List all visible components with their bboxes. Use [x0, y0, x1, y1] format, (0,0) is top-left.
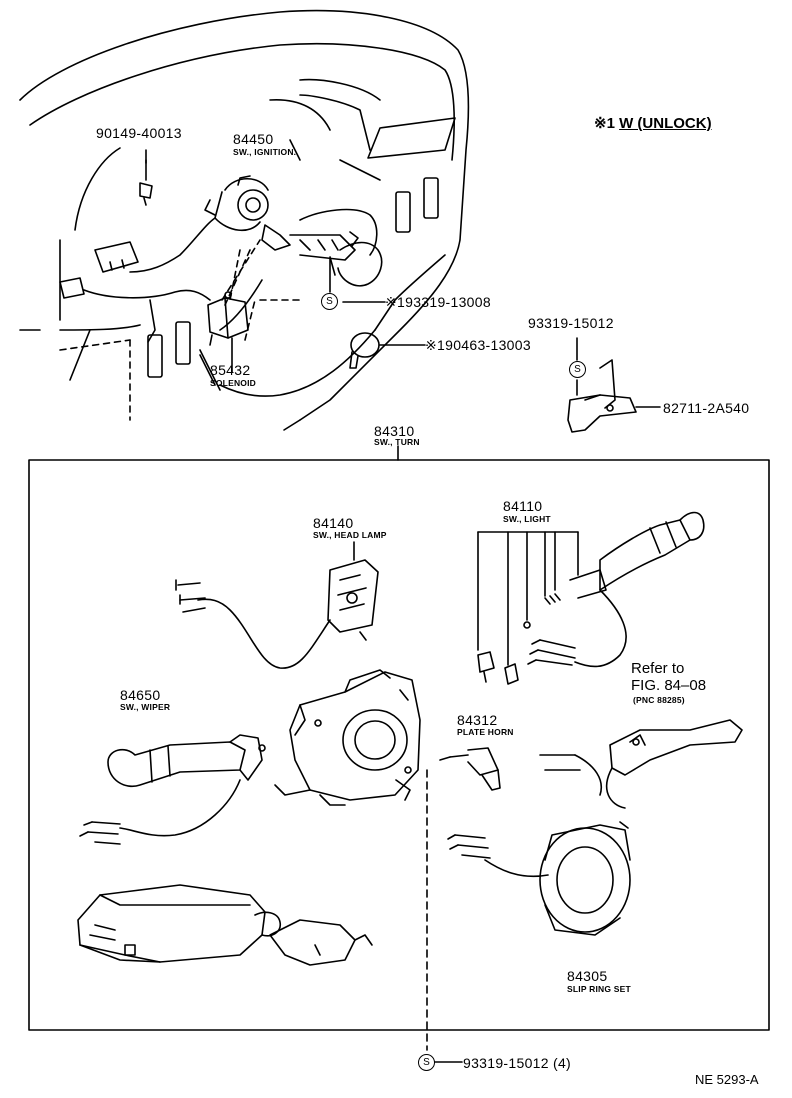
label-85432-name: SOLENOID [210, 378, 256, 388]
head-lamp-switch-part [175, 541, 379, 669]
label-84650-name: SW., WIPER [120, 702, 171, 712]
label-84312-number: 84312 [457, 712, 498, 728]
label-190463-number: ※190463-13003 [425, 337, 531, 353]
label-82711-number: 82711-2A540 [663, 400, 750, 416]
screw-part [139, 159, 153, 206]
label-84140-number: 84140 [313, 515, 354, 531]
clip-part [349, 332, 426, 369]
lower-cover-part [77, 884, 373, 966]
ignition-switch-part [129, 175, 359, 276]
combination-switch-part [539, 719, 743, 809]
turn-switch-assembly-box [28, 459, 770, 1031]
dashboard-housing [19, 9, 470, 431]
label-90149-number: 90149-40013 [96, 125, 182, 141]
refer-line1: Refer to [631, 660, 685, 677]
label-84310-name: SW., TURN [374, 437, 420, 447]
plate-horn-part [439, 747, 501, 791]
label-84305-number: 84305 [567, 968, 608, 984]
label-84312-name: PLATE HORN [457, 727, 514, 737]
note-text: W (UNLOCK) [619, 115, 712, 132]
label-84450-name: SW., IGNITION. [233, 147, 297, 157]
label-84305-name: SLIP RING SET [567, 984, 631, 994]
light-switch-part [477, 511, 705, 685]
label-84140-name: SW., HEAD LAMP [313, 530, 387, 540]
label-84650-number: 84650 [120, 687, 161, 703]
figure-code: NE 5293-A [695, 1072, 759, 1087]
label-84310-number: 84310 [374, 423, 415, 439]
bracket-part [567, 359, 661, 433]
label-93319-number: 93319-15012 [528, 315, 614, 331]
slip-ring-part [447, 821, 631, 936]
note-symbol: ※1 [594, 115, 615, 132]
label-93319-bottom-number: 93319-15012 (4) [463, 1055, 572, 1071]
label-193319-number: ※193319-13008 [385, 294, 491, 310]
unlock-note: ※1 W (UNLOCK) [594, 116, 712, 131]
turn-switch-body [274, 669, 421, 806]
wire-connectors [59, 241, 211, 343]
solenoid-part [207, 291, 249, 373]
refer-line2: FIG. 84–08 [631, 677, 707, 694]
label-84110-number: 84110 [503, 498, 543, 514]
refer-line3: (PNC 88285) [633, 695, 685, 705]
label-84450-number: 84450 [233, 131, 274, 147]
s-symbol-93319: S [569, 361, 586, 378]
label-84110-name: SW., LIGHT [503, 514, 551, 524]
label-85432-number: 85432 [210, 362, 251, 378]
s-symbol-193319: S [321, 293, 338, 310]
wiper-switch-part [79, 734, 266, 845]
s-symbol-93319-bottom: S [418, 1054, 435, 1071]
